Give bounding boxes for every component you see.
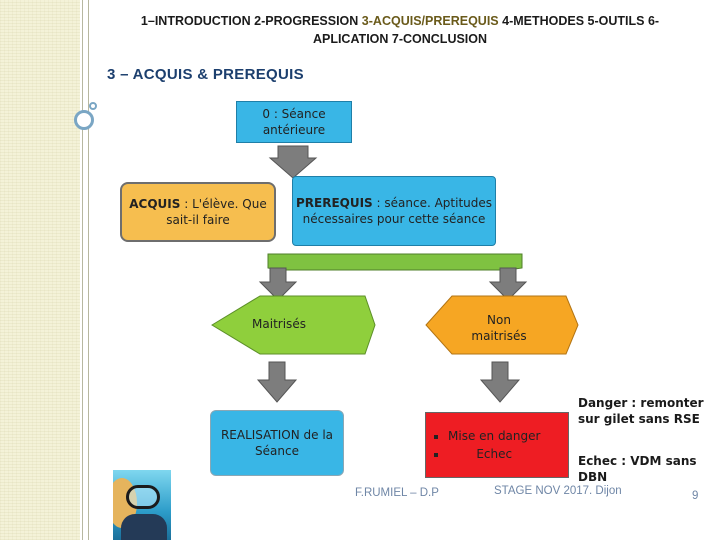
photo-wetsuit (121, 514, 167, 540)
prerequis-box: PREREQUIS : séance. Aptitudes nécessaire… (292, 176, 496, 246)
down-arrow (256, 361, 298, 403)
down-arrow (268, 145, 318, 179)
acquis-box: ACQUIS : L'élève. Que sait-il faire (120, 182, 276, 242)
prerequis-heading: PREREQUIS (295, 195, 373, 210)
nav-text: 4-METHODES 5-OUTILS 6- (498, 14, 660, 28)
realisation-label: REALISATION de la Séance (220, 427, 334, 458)
hexagon-maitrises (211, 295, 376, 355)
danger-box: Mise en danger Echec (425, 412, 569, 478)
nav-text: 1–INTRODUCTION 2-PROGRESSION (140, 14, 362, 28)
strip-divider (82, 0, 83, 540)
list-item: Echec (448, 445, 540, 463)
footer-author: F.RUMIEL – D.P (355, 487, 439, 499)
diver-photo (113, 470, 171, 540)
dive-mask-icon (126, 485, 160, 509)
section-title: 3 – ACQUIS & PREREQUIS (107, 66, 304, 83)
danger-note: Danger : remonter sur gilet sans RSE (578, 396, 704, 426)
prerequis-desc: : séance. Aptitudes nécessaires pour cet… (302, 195, 493, 226)
page-number: 9 (692, 490, 699, 502)
seance-label: 0 : Séance antérieure (262, 106, 326, 137)
acquis-heading: ACQUIS (129, 196, 181, 211)
nav-current: 3-ACQUIS/PREREQUIS (361, 14, 499, 28)
decor-circle (74, 110, 94, 130)
echec-note: Echec : VDM sans DBN (578, 454, 697, 484)
nav-text: APLICATION 7-CONCLUSION (312, 32, 488, 47)
danger-list: Mise en danger Echec (436, 427, 540, 463)
maitrises-label-box: Maitrisés (244, 312, 314, 336)
acquis-desc: : L'élève. Que sait-il faire (166, 196, 267, 227)
down-arrow (258, 267, 298, 301)
strip-divider (88, 0, 89, 540)
footer-stage: STAGE NOV 2017. Dijon (494, 485, 622, 497)
non-maitrises-label-box: Non maitrisés (466, 312, 532, 344)
realisation-box: REALISATION de la Séance (210, 410, 344, 476)
down-arrow (479, 361, 521, 403)
section-navigation: 1–INTRODUCTION 2-PROGRESSION 3-ACQUIS/PR… (100, 12, 700, 48)
non-maitrises-label: Non maitrisés (471, 312, 527, 343)
down-arrow (488, 267, 528, 301)
hexagon-non-maitrises (425, 295, 579, 355)
decor-circle (89, 102, 97, 110)
prerequis-text: PREREQUIS : séance. Aptitudes nécessaire… (293, 195, 495, 227)
list-item: Mise en danger (448, 427, 540, 445)
seance-anterieure-box: 0 : Séance antérieure (236, 101, 352, 143)
acquis-text: ACQUIS : L'élève. Que sait-il faire (122, 196, 274, 228)
maitrises-label: Maitrisés (252, 316, 306, 331)
left-decor-strip (0, 0, 80, 540)
green-bar (267, 253, 523, 271)
